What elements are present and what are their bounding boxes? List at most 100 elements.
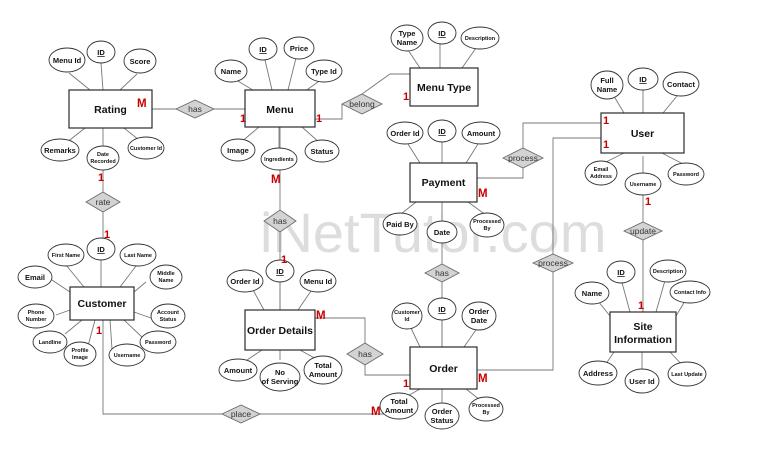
attr-customer-profile-image[interactable]: Profile Image [63,341,97,367]
attr-user-username[interactable]: Username [624,172,662,196]
attr-payment-date[interactable]: Date [426,220,458,244]
attr-user-email-address[interactable]: Email Address [584,160,618,186]
attr-menu-name[interactable]: Name [214,59,248,83]
entity-user[interactable]: User [600,112,685,154]
entity-rating[interactable]: Rating [68,89,153,129]
attr-customer-account-status[interactable]: Account Status [150,303,186,329]
attr-rating-menu-id[interactable]: Menu Id [48,47,86,73]
relationship-label: place [231,409,252,419]
relationship-rate[interactable]: rate [85,191,121,213]
attribute-lines [51,44,689,404]
attr-order-id[interactable]: ID [427,297,457,321]
attr-order-total-amount[interactable]: Total Amount [379,392,419,420]
attr-orderdetails-amount[interactable]: Amount [218,358,258,382]
attribute-label-line1: Phone [28,310,45,316]
attr-rating-id[interactable]: ID [86,40,116,64]
attr-customer-phone-number[interactable]: Phone Number [17,303,55,329]
entity-payment[interactable]: Payment [409,162,478,203]
attr-siteinfo-id[interactable]: ID [606,260,636,284]
cardinality-m: M [478,188,488,200]
attr-orderdetails-id[interactable]: ID [265,259,295,283]
attr-siteinfo-user-id[interactable]: User Id [624,368,660,394]
attr-order-customer-id[interactable]: Customer Id [391,302,423,330]
attribute-label: Price [290,44,308,53]
attribute-label-pk: ID [438,29,446,38]
attr-rating-customer-id[interactable]: Customer Id [127,136,165,160]
entity-order-details[interactable]: Order Details [244,309,316,351]
relationship-label: process [538,258,568,268]
entity-menu-type[interactable]: Menu Type [409,67,479,107]
attr-payment-paid-by[interactable]: Paid By [382,212,418,236]
attr-customer-email[interactable]: Email [17,265,53,289]
attr-menu-ingredients[interactable]: Ingredients [260,147,298,171]
attr-menu-type-id[interactable]: Type Id [305,59,343,83]
attribute-label: Address [583,369,613,378]
attr-user-contact[interactable]: Contact [662,71,700,97]
attr-menu-price[interactable]: Price [283,36,315,60]
relationship-place[interactable]: place [220,404,262,424]
attr-menutype-type-name[interactable]: Type Name [390,24,424,52]
attr-menutype-description[interactable]: Description [460,26,500,50]
attribute-label-line2: Number [26,317,48,323]
entity-site-information[interactable]: Site Information [609,311,677,353]
attr-rating-score[interactable]: Score [123,48,157,74]
attr-order-processed-by[interactable]: Processed By [468,396,504,422]
attr-siteinfo-name[interactable]: Name [574,281,610,305]
attr-payment-amount[interactable]: Amount [461,121,501,145]
attr-orderdetails-menu-id[interactable]: Menu Id [299,269,337,293]
attr-customer-first-name[interactable]: First Name [47,243,85,267]
attr-user-full-name[interactable]: Full Name [590,70,624,100]
relationship-has-payment-order[interactable]: has [424,263,460,283]
entity-menu[interactable]: Menu [244,89,316,128]
relationship-update[interactable]: update [622,221,664,241]
attribute-label: Order Id [390,129,420,138]
attribute-label-pk: ID [639,75,647,84]
attribute-label-line1: Full [600,76,613,85]
attribute-label-line1: Order [469,307,490,316]
attr-order-date[interactable]: Order Date [461,301,497,331]
relationship-process-payment-user[interactable]: process [501,147,545,169]
attr-siteinfo-contact-info[interactable]: Contact Info [669,280,711,304]
attr-user-id[interactable]: ID [627,67,659,91]
attr-menu-id[interactable]: ID [248,37,278,61]
attr-orderdetails-total-amount[interactable]: Total Amount [303,355,343,385]
attr-customer-middle-name[interactable]: Middle Name [149,264,183,290]
attr-rating-remarks[interactable]: Remarks [40,138,80,162]
attribute-label: Ingredients [264,157,294,163]
attr-customer-last-name[interactable]: Last Name [119,243,157,267]
attr-payment-order-id[interactable]: Order Id [386,121,424,145]
attr-siteinfo-address[interactable]: Address [578,360,618,386]
attribute-label: Date [434,228,450,237]
relationship-process-order-user[interactable]: process [531,253,575,273]
attr-rating-date-recorded[interactable]: Date Recorded [86,145,120,171]
attr-customer-landline[interactable]: Landline [32,330,68,354]
relationship-label: rate [96,197,111,207]
attr-customer-id[interactable]: ID [86,237,116,261]
cardinality-1: 1 [98,172,104,184]
attr-siteinfo-last-update[interactable]: Last Update [667,361,707,387]
attr-siteinfo-description[interactable]: Description [649,259,687,283]
attr-orderdetails-no-of-serving[interactable]: No of Serving [259,362,301,392]
attr-payment-id[interactable]: ID [427,119,457,143]
attribute-label-line1: Email [594,167,609,173]
entity-order[interactable]: Order [409,346,478,390]
attribute-label: Contact Info [674,290,707,296]
attr-customer-password[interactable]: Password [139,330,177,354]
attr-orderdetails-order-id[interactable]: Order Id [226,269,264,293]
attr-user-password[interactable]: Password [667,162,705,186]
attr-order-status[interactable]: Order Status [424,402,460,430]
attr-customer-username[interactable]: Username [108,343,146,367]
relationship-has-menu-orderdetails[interactable]: has [263,209,297,233]
attr-menutype-id[interactable]: ID [427,21,457,45]
attr-menu-image[interactable]: Image [220,138,256,162]
relationship-belong[interactable]: belong [340,93,384,115]
attr-payment-processed-by[interactable]: Processed By [469,212,505,238]
cardinality-m: M [271,174,281,186]
attr-menu-status[interactable]: Status [304,139,340,163]
relationship-has-rating-menu[interactable]: has [174,99,216,119]
attribute-label: Menu Id [53,56,82,65]
entity-customer[interactable]: Customer [69,286,135,321]
relationship-has-orderdetails-order[interactable]: has [346,342,384,366]
cardinality-1: 1 [96,325,102,337]
